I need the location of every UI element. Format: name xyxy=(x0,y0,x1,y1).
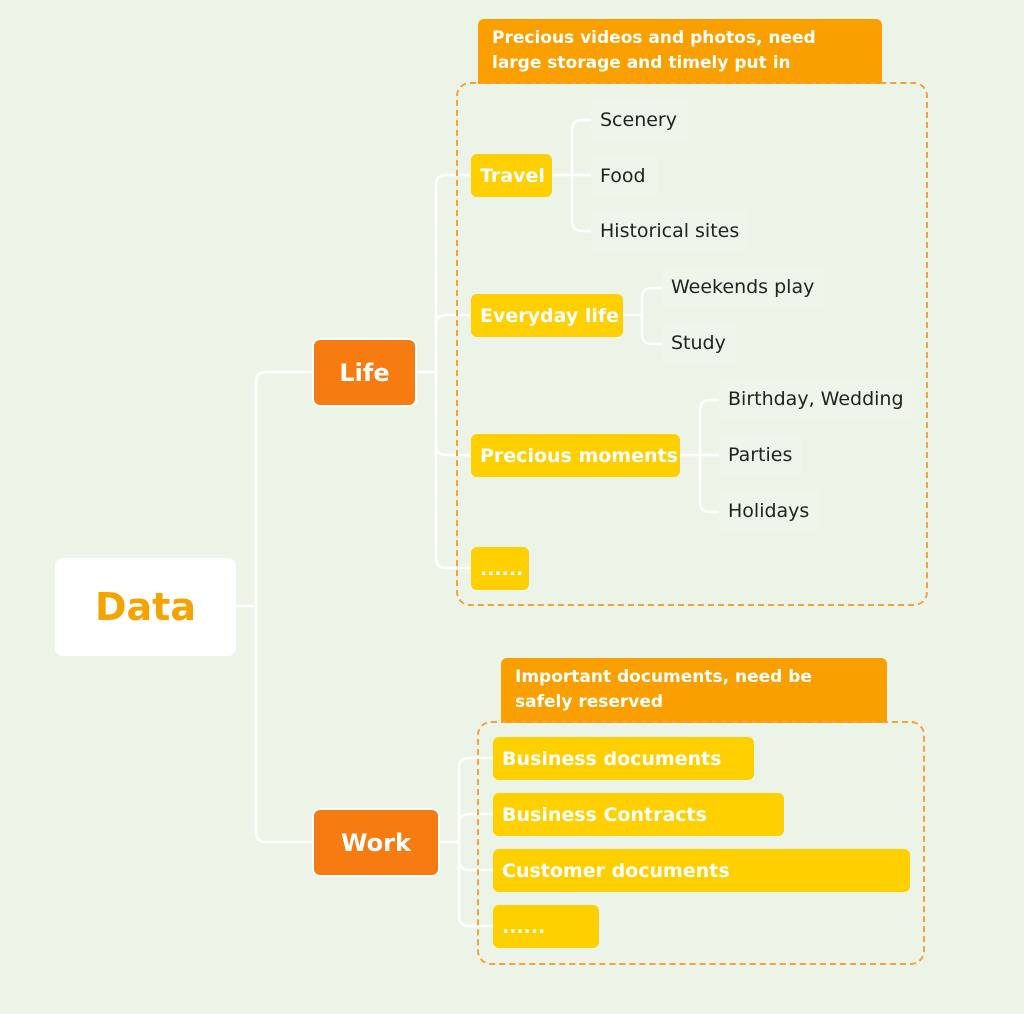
connector-everyday-trunk xyxy=(621,286,664,317)
work-callout: Important documents, need be safely rese… xyxy=(501,658,887,723)
subtopic-everyday-life[interactable]: Everyday life xyxy=(471,294,623,337)
leaf-holidays[interactable]: Holidays xyxy=(719,490,819,532)
connector-travel-sites xyxy=(570,173,593,233)
topic-life[interactable]: Life xyxy=(312,338,417,407)
connector-moments-trunk xyxy=(678,398,721,457)
leaf-scenery[interactable]: Scenery xyxy=(591,99,688,141)
connector-moments-holidays xyxy=(698,453,721,514)
connector-work-trunk xyxy=(437,756,496,844)
subtopic-customer-documents[interactable]: Customer documents xyxy=(493,849,910,892)
subtopic-work-more[interactable]: ...... xyxy=(493,905,599,948)
subtopic-business-documents[interactable]: Business documents xyxy=(493,737,754,780)
leaf-study[interactable]: Study xyxy=(662,322,736,364)
subtopic-business-contracts[interactable]: Business Contracts xyxy=(493,793,784,836)
subtopic-precious-moments[interactable]: Precious moments xyxy=(471,434,680,477)
subtopic-life-more[interactable]: ...... xyxy=(471,547,529,590)
leaf-weekends-play[interactable]: Weekends play xyxy=(662,266,825,308)
connector-work-more xyxy=(457,858,496,928)
connector-life-more xyxy=(434,443,474,570)
connector-data-work xyxy=(254,604,315,844)
leaf-food[interactable]: Food xyxy=(591,155,658,197)
connector-everyday-study xyxy=(640,313,664,346)
topic-work[interactable]: Work xyxy=(312,808,440,877)
life-boundary xyxy=(456,82,928,606)
connector-life-trunk xyxy=(414,173,474,374)
connector-work-contracts xyxy=(457,812,496,826)
life-callout: Precious videos and photos, need large s… xyxy=(478,19,882,84)
connector-life-everyday xyxy=(434,313,474,327)
connector-data-life xyxy=(234,370,315,608)
leaf-parties[interactable]: Parties xyxy=(719,434,802,476)
subtopic-travel[interactable]: Travel xyxy=(471,154,552,197)
connector-travel-trunk xyxy=(550,118,593,177)
work-boundary xyxy=(477,721,925,965)
leaf-birthday-wedding[interactable]: Birthday, Wedding xyxy=(719,378,912,420)
leaf-historical-sites[interactable]: Historical sites xyxy=(591,210,747,252)
root-node-data[interactable]: Data xyxy=(55,558,236,656)
